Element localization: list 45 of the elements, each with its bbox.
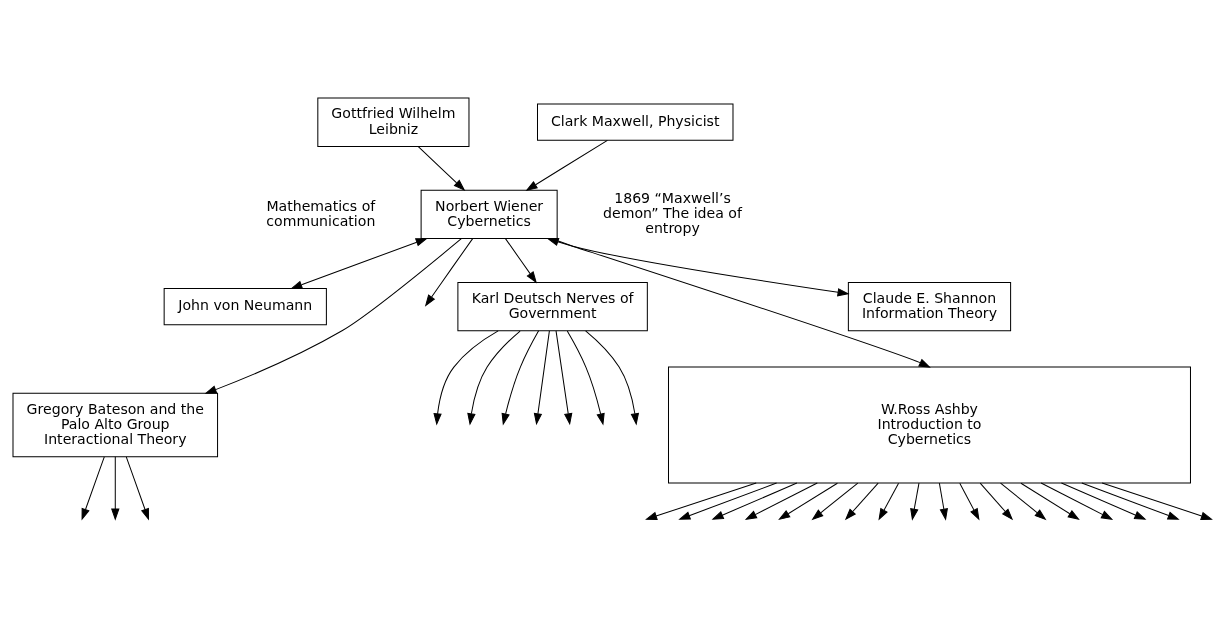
arrow (533, 330, 550, 426)
arrow (81, 456, 105, 521)
arrow (525, 139, 608, 191)
node-box: Gottfried Wilhelm Leibniz (317, 97, 470, 147)
arrow (979, 482, 1014, 521)
label: 1869 “Maxwell’s demon” The idea of entropy (603, 190, 742, 237)
arrow (290, 238, 428, 289)
node-box: John von Neumann (163, 287, 327, 326)
arrow (555, 330, 573, 426)
arrow (778, 482, 838, 520)
arrow (467, 330, 521, 426)
arrow (678, 482, 778, 520)
arrow (1081, 482, 1180, 520)
label: Mathematics of communication (266, 197, 376, 229)
arrow (910, 482, 920, 521)
arrow (1040, 482, 1114, 520)
arrow (417, 145, 466, 191)
arrow (111, 456, 120, 521)
arrow (844, 482, 879, 521)
arrow (585, 330, 640, 426)
arrow (546, 237, 850, 297)
arrow (878, 482, 900, 521)
node-box: Gregory Bateson and the Palo Alto Group Interactional Theory (12, 392, 219, 458)
arrow (711, 482, 798, 520)
arrow (504, 238, 537, 284)
node-box: Clark Maxwell, Physicist (537, 103, 734, 141)
arrow (125, 456, 149, 521)
arrow (566, 330, 605, 426)
arrow (1020, 482, 1080, 520)
arrow (959, 482, 980, 521)
node-box: Norbert Wiener Cybernetics (420, 189, 558, 240)
arrow (1060, 482, 1147, 520)
arrow (645, 482, 757, 520)
arrow (744, 482, 818, 520)
node-box: Karl Deutsch Nerves of Government (457, 281, 648, 332)
arrow (811, 482, 859, 521)
node-box: W.Ross Ashby Introduction to Cybernetics (668, 366, 1191, 484)
arrow (424, 238, 474, 307)
arrow (501, 330, 540, 426)
node-box: Claude E. Shannon Information Theory (847, 281, 1012, 332)
arrow (204, 238, 462, 394)
arrow (938, 482, 948, 521)
arrow (1101, 482, 1213, 520)
arrow (1000, 482, 1047, 521)
arrow (433, 330, 499, 426)
